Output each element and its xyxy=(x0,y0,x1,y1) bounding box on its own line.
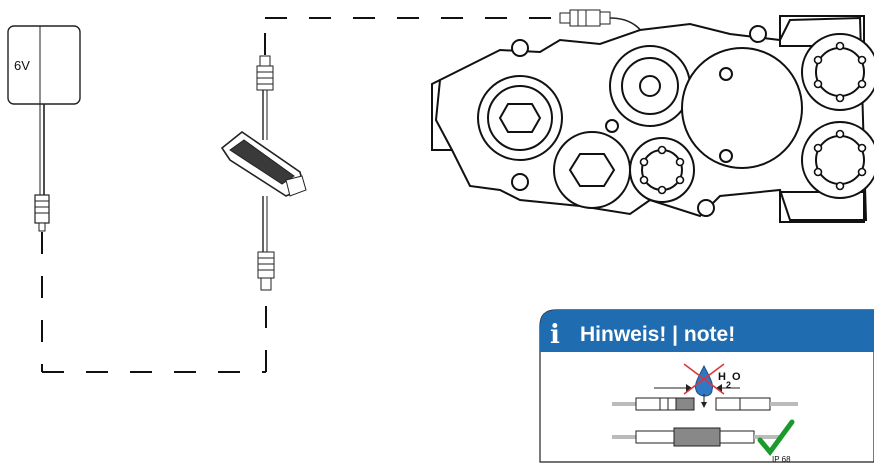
info-icon: i xyxy=(550,320,560,350)
water-drop-icon xyxy=(695,364,713,397)
water-symbol-suffix: O xyxy=(732,371,741,383)
water-symbol: H xyxy=(718,371,726,383)
battery-pack-icon xyxy=(220,55,307,291)
checkmark-icon xyxy=(757,419,795,457)
water-subscript: 2 xyxy=(726,380,731,390)
valve-block-icon xyxy=(431,15,874,223)
dashed-connection xyxy=(41,17,560,373)
rating-label: IP 68 xyxy=(772,455,791,464)
note-header xyxy=(540,310,874,352)
voltage-label: 6V xyxy=(14,58,30,73)
power-adapter-icon: 6V xyxy=(7,25,81,232)
note-box: i Hinweis! | note! H 2 O IP 68 xyxy=(539,309,874,464)
flange-bolt-holes xyxy=(639,41,867,195)
note-title: Hinweis! | note! xyxy=(580,323,735,346)
cross-icon xyxy=(683,363,725,395)
